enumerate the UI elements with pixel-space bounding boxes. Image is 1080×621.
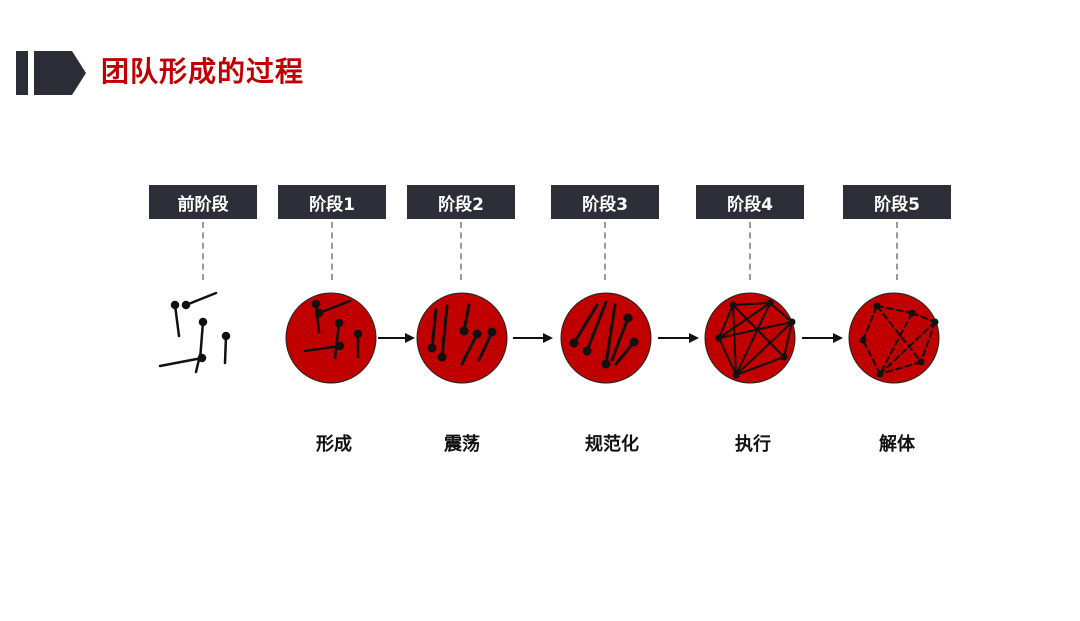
connector-2	[460, 222, 462, 280]
stage-box-3: 阶段3	[551, 185, 659, 219]
page-title: 团队形成的过程	[101, 55, 305, 88]
connector-pre	[202, 222, 204, 280]
stage-box-5: 阶段5	[843, 185, 951, 219]
header: 团队形成的过程	[0, 0, 1080, 140]
team-process-diagram	[158, 291, 940, 384]
stage-desc-1: 形成	[316, 434, 352, 455]
chevron-logo-icon	[16, 51, 86, 95]
stage-box-2: 阶段2	[407, 185, 515, 219]
scattered-sticks-icon	[158, 291, 231, 374]
stage3-circle-icon	[560, 292, 652, 384]
connector-5	[896, 222, 898, 280]
stage-box-4: 阶段4	[696, 185, 804, 219]
connector-4	[749, 222, 751, 280]
stage-box-1: 阶段1	[278, 185, 386, 219]
stage-desc-3: 规范化	[585, 434, 639, 455]
stage4-circle-icon	[704, 292, 796, 384]
stage5-circle-icon	[848, 292, 940, 384]
stage2-circle-icon	[416, 292, 508, 384]
stage-desc-4: 执行	[735, 434, 771, 455]
connector-3	[604, 222, 606, 280]
connector-1	[331, 222, 333, 280]
stage-desc-2: 震荡	[444, 434, 480, 455]
stage-box-pre: 前阶段	[149, 185, 257, 219]
stage-desc-5: 解体	[879, 434, 915, 455]
stage1-circle-icon	[285, 292, 377, 384]
